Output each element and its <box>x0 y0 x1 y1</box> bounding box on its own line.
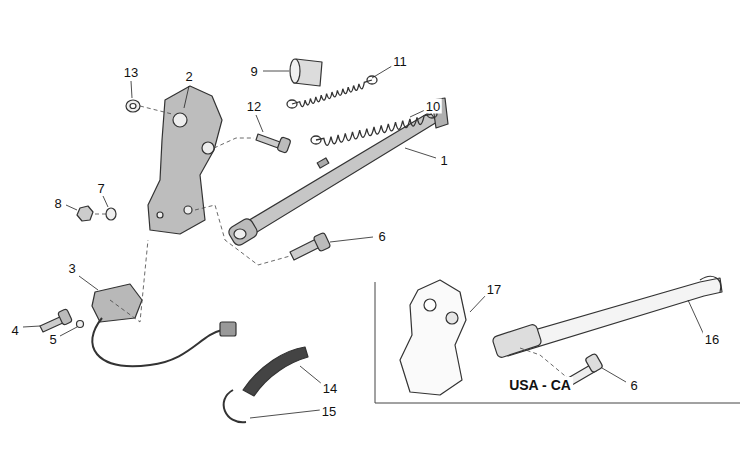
callout-number: 7 <box>95 181 106 196</box>
spring-hook <box>287 100 297 108</box>
callout-number: 8 <box>52 196 63 211</box>
callout-number: 4 <box>9 323 20 338</box>
callout-number: 10 <box>424 99 442 114</box>
spring-hook <box>311 136 321 144</box>
spring-hook <box>367 76 377 84</box>
callout-number: 9 <box>248 64 259 79</box>
callout-number: 14 <box>321 381 339 396</box>
callout-number: 5 <box>47 332 58 347</box>
callout-number: 11 <box>391 54 409 69</box>
spring-coil <box>316 114 432 145</box>
callout-number: 1 <box>438 153 449 168</box>
callout-number: 16 <box>703 332 721 347</box>
callout-number: 12 <box>245 99 263 114</box>
callout-number: 17 <box>485 282 503 297</box>
callout-number: 13 <box>122 65 140 80</box>
callout-number: 3 <box>66 261 77 276</box>
callout-number: 6 <box>376 229 387 244</box>
callout-number: 15 <box>320 404 338 419</box>
spring-coil <box>292 80 372 107</box>
callout-number: 2 <box>183 69 194 84</box>
region-label: USA - CA <box>507 377 573 393</box>
callout-number: 6 <box>628 378 639 393</box>
